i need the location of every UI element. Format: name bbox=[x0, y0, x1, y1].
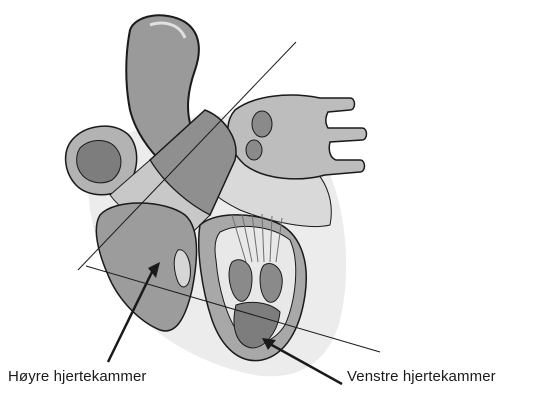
vein-opening-1 bbox=[252, 111, 272, 137]
label-left-ventricle: Venstre hjertekammer bbox=[347, 368, 496, 385]
label-right-ventricle: Høyre hjertekammer bbox=[8, 368, 147, 385]
vein-opening-2 bbox=[246, 140, 262, 160]
vena-cava-inner bbox=[77, 141, 121, 183]
papillary-muscle-right bbox=[260, 264, 282, 303]
pulmonary-veins bbox=[228, 95, 367, 179]
